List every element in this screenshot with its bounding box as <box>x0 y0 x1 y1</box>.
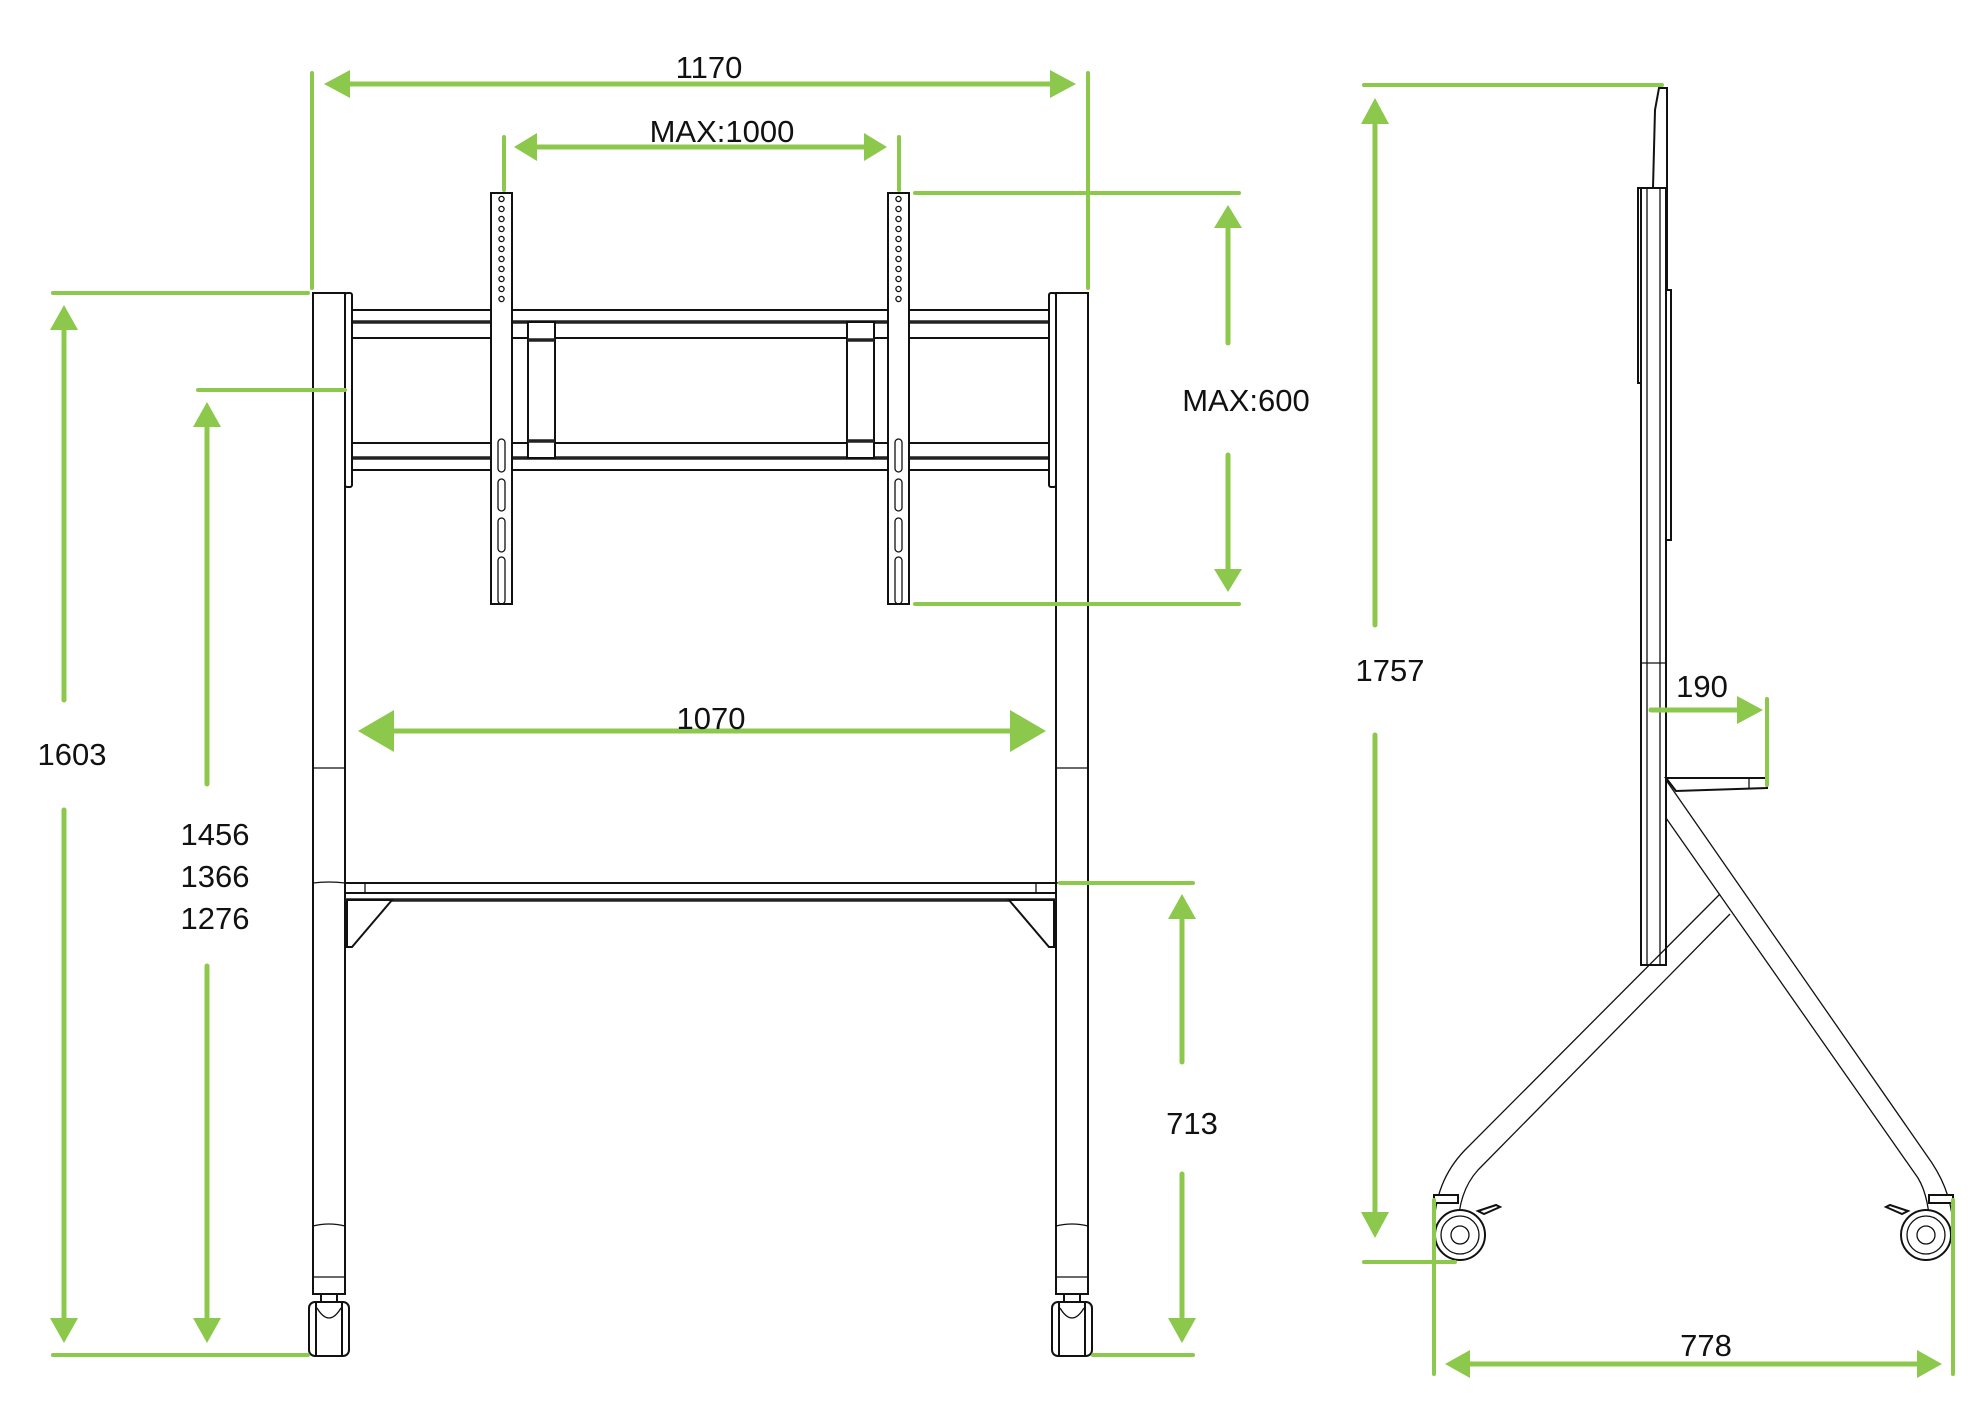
label-shelf-height: 713 <box>1166 1106 1218 1141</box>
label-base-depth: 778 <box>1680 1328 1732 1363</box>
label-vesa-max-height: MAX:600 <box>1182 383 1310 418</box>
left-column <box>308 292 353 1357</box>
right-vesa-bracket <box>887 192 910 605</box>
left-vesa-bracket <box>490 192 513 605</box>
label-mount-height-2: 1366 <box>181 859 250 894</box>
label-vesa-max-width: MAX:1000 <box>650 114 795 149</box>
dimension-lines <box>50 70 1955 1378</box>
right-column <box>1048 292 1093 1357</box>
label-overall-width: 1170 <box>676 50 743 85</box>
label-overall-height: 1603 <box>38 737 107 772</box>
front-shelf <box>344 882 1057 948</box>
label-side-height: 1757 <box>1356 653 1425 688</box>
front-view <box>308 192 1093 1357</box>
label-mount-height-1: 1456 <box>181 817 250 852</box>
label-inner-width: 1070 <box>677 701 746 736</box>
dimension-labels: 1170 MAX:1000 MAX:600 1070 1603 1456 136… <box>38 50 1732 1363</box>
upper-mount-rails <box>349 309 1051 471</box>
label-mount-height-3: 1276 <box>181 901 250 936</box>
label-shelf-depth: 190 <box>1676 669 1728 704</box>
side-view <box>1433 87 1954 1261</box>
